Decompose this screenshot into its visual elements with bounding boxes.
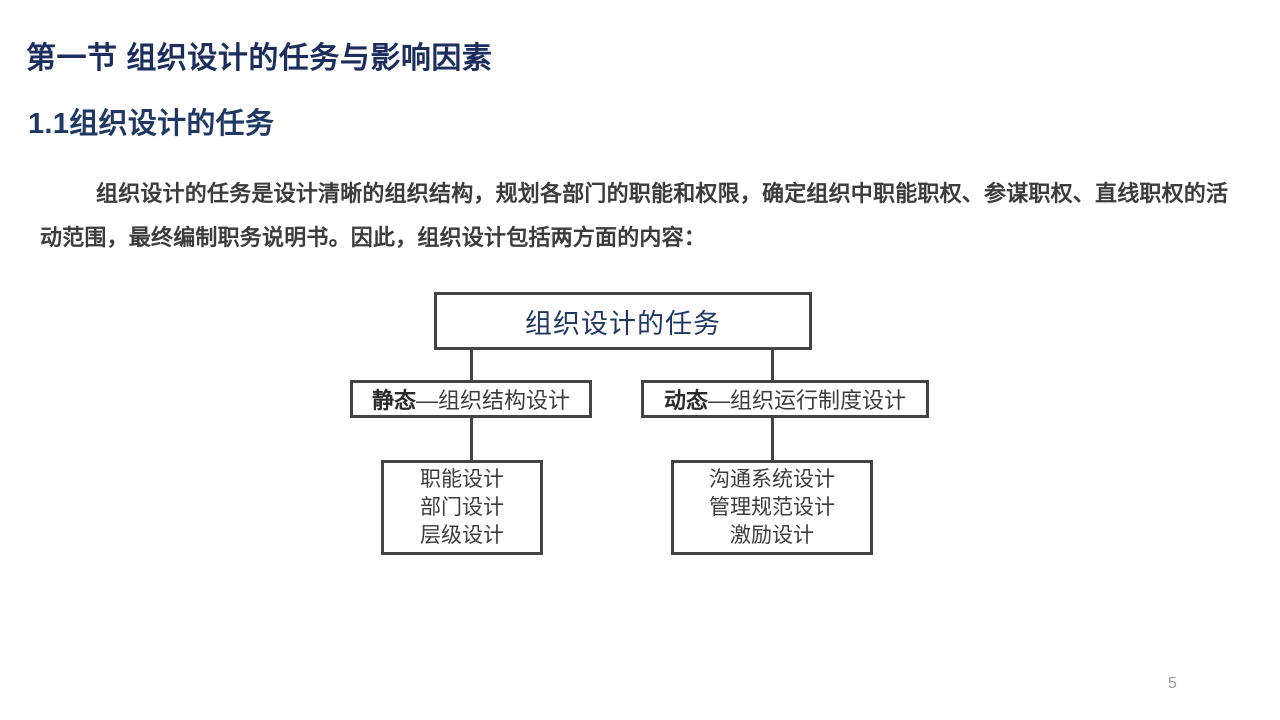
leaf-dynamic-line-1: 沟通系统设计 [709, 467, 835, 491]
leaf-dynamic-line-3: 激励设计 [730, 523, 814, 547]
body-paragraph: 组织设计的任务是设计清晰的组织结构，规划各部门的职能和权限，确定组织中职能职权、… [40, 172, 1240, 260]
connector-root-to-left-branch [470, 350, 473, 380]
diagram-node-branch-dynamic: 动态—组织运行制度设计 [641, 380, 929, 418]
diagram-node-branch-static: 静态—组织结构设计 [350, 380, 592, 418]
connector-static-to-leaf [470, 418, 473, 460]
diagram-node-branch-dynamic-emphasis: 动态 [663, 388, 708, 413]
sub-section-title: 1.1组织设计的任务 [28, 108, 275, 140]
connector-root-to-right-branch [771, 350, 774, 380]
diagram-node-leaf-dynamic: 沟通系统设计 管理规范设计 激励设计 [671, 460, 873, 555]
page-number: 5 [1168, 675, 1177, 692]
leaf-static-line-2: 部门设计 [420, 495, 504, 519]
section-title: 第一节 组织设计的任务与影响因素 [26, 42, 493, 75]
leaf-dynamic-line-2: 管理规范设计 [709, 495, 835, 519]
diagram-node-leaf-static: 职能设计 部门设计 层级设计 [381, 460, 543, 555]
connector-dynamic-to-leaf [771, 418, 774, 460]
diagram-node-branch-static-rest: —组织结构设计 [416, 388, 571, 413]
leaf-static-line-1: 职能设计 [420, 467, 504, 491]
body-paragraph-text: 组织设计的任务是设计清晰的组织结构，规划各部门的职能和权限，确定组织中职能职权、… [40, 181, 1229, 250]
diagram-node-root-label: 组织设计的任务 [525, 308, 721, 339]
diagram-node-root: 组织设计的任务 [434, 292, 812, 350]
diagram-node-branch-static-label: 静态—组织结构设计 [372, 383, 570, 415]
leaf-static-line-3: 层级设计 [420, 523, 504, 547]
diagram-node-branch-dynamic-label: 动态—组织运行制度设计 [664, 383, 906, 415]
diagram-node-branch-dynamic-rest: —组织运行制度设计 [708, 388, 907, 413]
diagram-node-branch-static-emphasis: 静态 [371, 388, 416, 413]
